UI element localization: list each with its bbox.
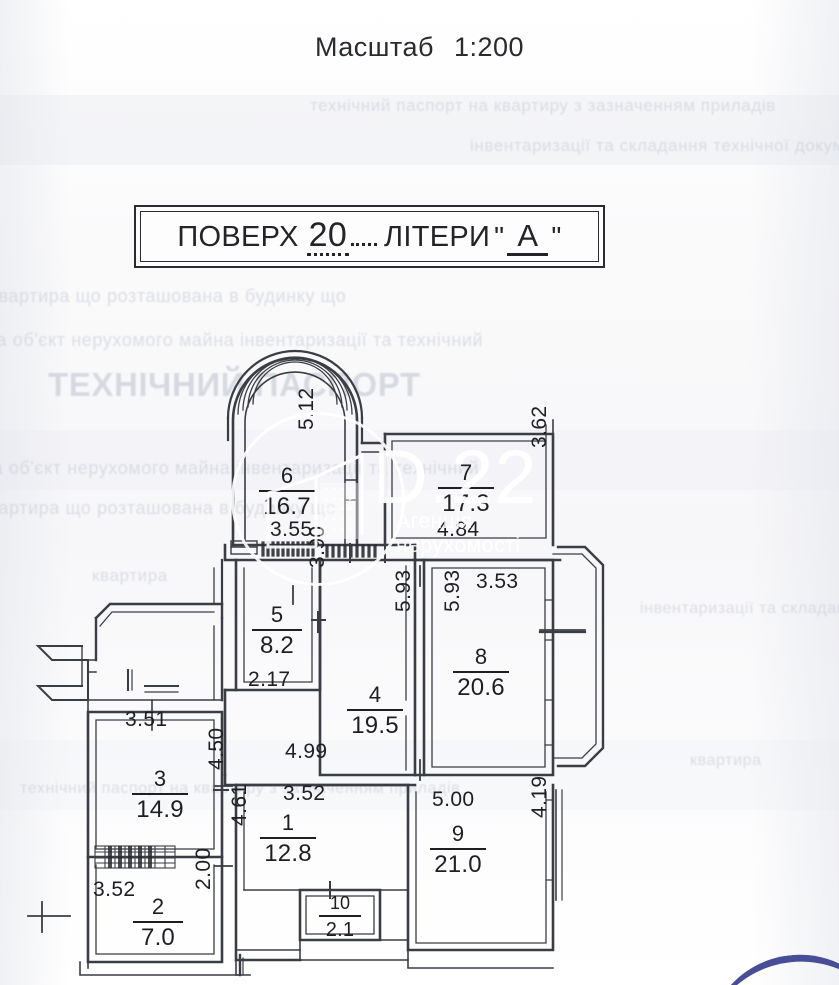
dimension-5-12: 5.12 xyxy=(295,387,318,430)
floor-label: ПОВЕРХ xyxy=(177,220,299,253)
room-number-5: 5 xyxy=(270,602,284,627)
dimension-3-51: 3.51 xyxy=(125,708,168,731)
dimension-3-90: 3.90 xyxy=(306,525,329,568)
dimension-4-84: 4.84 xyxy=(437,518,480,541)
dimension-4-50: 4.50 xyxy=(205,727,228,770)
room-label-2: 2 7.0 xyxy=(128,896,188,950)
room-number-10: 10 xyxy=(329,893,351,913)
scale-title: Масштаб 1:200 xyxy=(0,32,839,63)
dimension-4-61: 4.61 xyxy=(228,783,251,826)
room-number-7: 7 xyxy=(459,460,473,485)
room-area-7: 17.3 xyxy=(442,490,490,517)
letter-value: А xyxy=(507,220,549,256)
room-label-6: 6 16.7 xyxy=(253,465,321,519)
room-area-1: 12.8 xyxy=(264,840,312,867)
room-number-1: 1 xyxy=(281,810,295,835)
dimension-5-93-a: 5.93 xyxy=(392,569,415,612)
room-area-3: 14.9 xyxy=(136,796,184,823)
room-divider-4 xyxy=(347,709,403,711)
room-label-9: 9 21.0 xyxy=(423,823,493,877)
letters-label: ЛІТЕРИ xyxy=(384,220,491,253)
scale-label: Масштаб xyxy=(314,32,434,62)
dimension-2-00: 2.00 xyxy=(192,847,215,890)
room-label-3: 3 14.9 xyxy=(125,768,195,822)
room-number-3: 3 xyxy=(153,766,167,791)
room-area-2: 7.0 xyxy=(141,924,175,951)
room-divider-2 xyxy=(133,921,183,923)
letter-group: " А " xyxy=(494,220,561,256)
scan-band-mid xyxy=(0,430,839,490)
floor-header-text: ПОВЕРХ 20 ЛІТЕРИ " А " xyxy=(177,218,561,256)
room-label-4: 4 19.5 xyxy=(340,684,410,738)
room-divider-9 xyxy=(430,848,486,850)
room-divider-3 xyxy=(132,793,188,795)
quote-close: " xyxy=(551,220,562,252)
floor-header-inner: ПОВЕРХ 20 ЛІТЕРИ " А " xyxy=(140,211,599,262)
scan-shade-right xyxy=(749,0,839,985)
room-divider-1 xyxy=(260,837,316,839)
floor-dotted-rule xyxy=(351,242,378,246)
dimension-3-52-b: 3.52 xyxy=(93,878,136,901)
room-number-6: 6 xyxy=(280,463,294,488)
scan-band-top xyxy=(0,95,839,165)
dimension-3-52-a: 3.52 xyxy=(283,782,326,805)
room-label-5: 5 8.2 xyxy=(247,604,307,658)
dimension-2-17: 2.17 xyxy=(248,668,291,691)
dimension-5-93-b: 5.93 xyxy=(441,569,464,612)
quote-open: " xyxy=(494,220,505,252)
room-divider-5 xyxy=(252,629,302,631)
floor-header-box: ПОВЕРХ 20 ЛІТЕРИ " А " xyxy=(134,205,605,268)
scale-value: 1:200 xyxy=(453,32,525,62)
dimension-4-19: 4.19 xyxy=(528,775,551,818)
dimension-4-99: 4.99 xyxy=(285,740,328,763)
dimension-3-53: 3.53 xyxy=(476,570,519,593)
room-number-9: 9 xyxy=(451,821,465,846)
floor-number: 20 xyxy=(306,215,350,256)
room-area-10: 2.1 xyxy=(325,919,355,941)
room-area-6: 16.7 xyxy=(263,493,311,520)
room-divider-10 xyxy=(319,915,361,917)
room-divider-8 xyxy=(453,671,509,673)
room-label-7: 7 17.3 xyxy=(432,462,500,516)
room-number-4: 4 xyxy=(368,682,382,707)
room-label-1: 1 12.8 xyxy=(253,812,323,866)
room-area-5: 8.2 xyxy=(260,632,294,659)
scan-shade-left xyxy=(0,0,70,985)
room-divider-6 xyxy=(259,490,315,492)
room-area-9: 21.0 xyxy=(434,851,482,878)
room-area-8: 20.6 xyxy=(457,674,505,701)
room-number-8: 8 xyxy=(474,644,488,669)
room-area-4: 19.5 xyxy=(351,712,399,739)
room-number-2: 2 xyxy=(151,894,165,919)
room-divider-7 xyxy=(438,487,494,489)
dimension-3-62: 3.62 xyxy=(528,405,551,448)
dimension-5-00: 5.00 xyxy=(432,788,475,811)
room-label-8: 8 20.6 xyxy=(446,646,516,700)
room-label-10: 10 2.1 xyxy=(313,894,367,940)
